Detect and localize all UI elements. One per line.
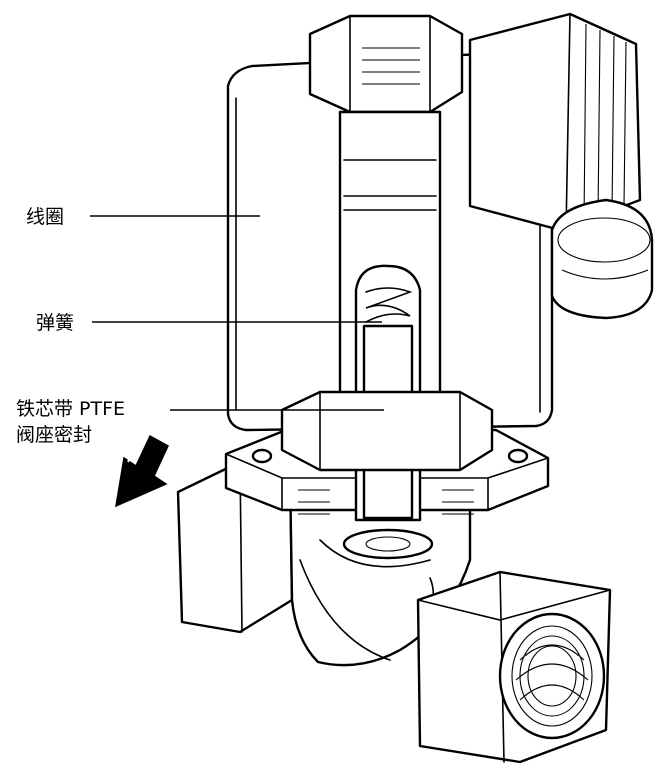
- core-label-line2: 阀座密封: [16, 424, 93, 446]
- coil-label: 线圈: [26, 206, 65, 228]
- electrical-connector: [468, 12, 654, 320]
- core-label-line1: 铁芯带 PTFE: [16, 398, 126, 420]
- armature-tube-cutaway: [280, 14, 494, 560]
- flow-direction-arrow: [115, 431, 169, 508]
- spring-label: 弹簧: [36, 312, 75, 334]
